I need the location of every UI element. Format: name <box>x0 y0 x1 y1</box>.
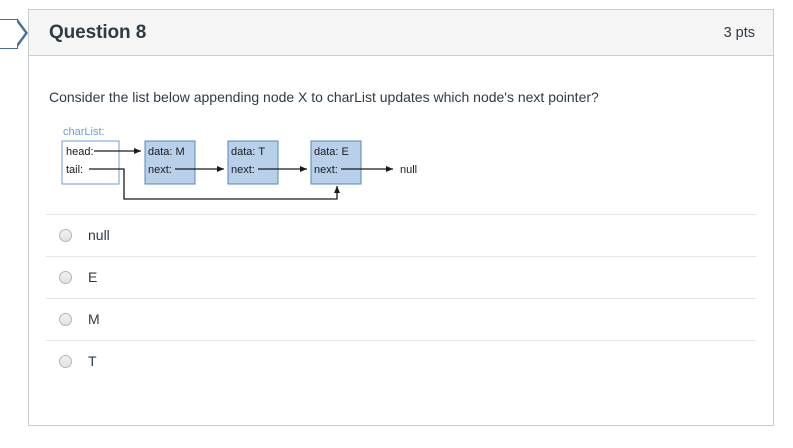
radio-m[interactable] <box>59 312 72 326</box>
node-t-box <box>227 140 279 185</box>
node-e-next: next: <box>314 164 338 176</box>
tail-field-label: tail: <box>66 164 83 176</box>
option-row-null[interactable]: null <box>46 213 756 256</box>
question-title: Question 8 <box>49 21 147 43</box>
head-field-label: head: <box>66 146 94 158</box>
question-prompt: Consider the list below appending node X… <box>49 89 599 105</box>
charlist-label: charList: <box>63 126 105 138</box>
tail-pointer-arrow <box>89 167 340 200</box>
option-row-e[interactable]: E <box>46 255 756 298</box>
node-t-next: next: <box>231 164 255 176</box>
question-card: Question 8 3 pts Consider the list below… <box>28 9 774 426</box>
option-row-t[interactable]: T <box>46 339 756 382</box>
question-body: Consider the list below appending node X… <box>29 56 773 382</box>
question-header: Question 8 3 pts <box>29 10 773 56</box>
question-points: 3 pts <box>723 24 755 41</box>
charlist-box <box>61 140 120 185</box>
answer-options: null E M T <box>29 213 773 382</box>
null-terminator-label: null <box>400 164 417 176</box>
linked-list-svg: charList: head: tail: data: M next: data… <box>61 126 417 200</box>
node-t-data: data: T <box>231 146 265 158</box>
radio-t[interactable] <box>59 354 72 368</box>
radio-null[interactable] <box>59 228 72 242</box>
option-label-null: null <box>88 227 110 244</box>
option-label-m: M <box>88 311 100 328</box>
node-e-data: data: E <box>314 146 349 158</box>
option-label-t: T <box>88 353 97 370</box>
node-m-box <box>144 140 196 185</box>
radio-e[interactable] <box>59 270 72 284</box>
node-e-box <box>310 140 362 185</box>
option-label-e: E <box>88 269 98 286</box>
option-row-m[interactable]: M <box>46 297 756 340</box>
node-m-next: next: <box>148 164 172 176</box>
bookmark-flag-icon[interactable] <box>0 18 28 49</box>
linked-list-diagram: charList: head: tail: data: M next: data… <box>29 122 773 212</box>
node-m-data: data: M <box>148 146 185 158</box>
